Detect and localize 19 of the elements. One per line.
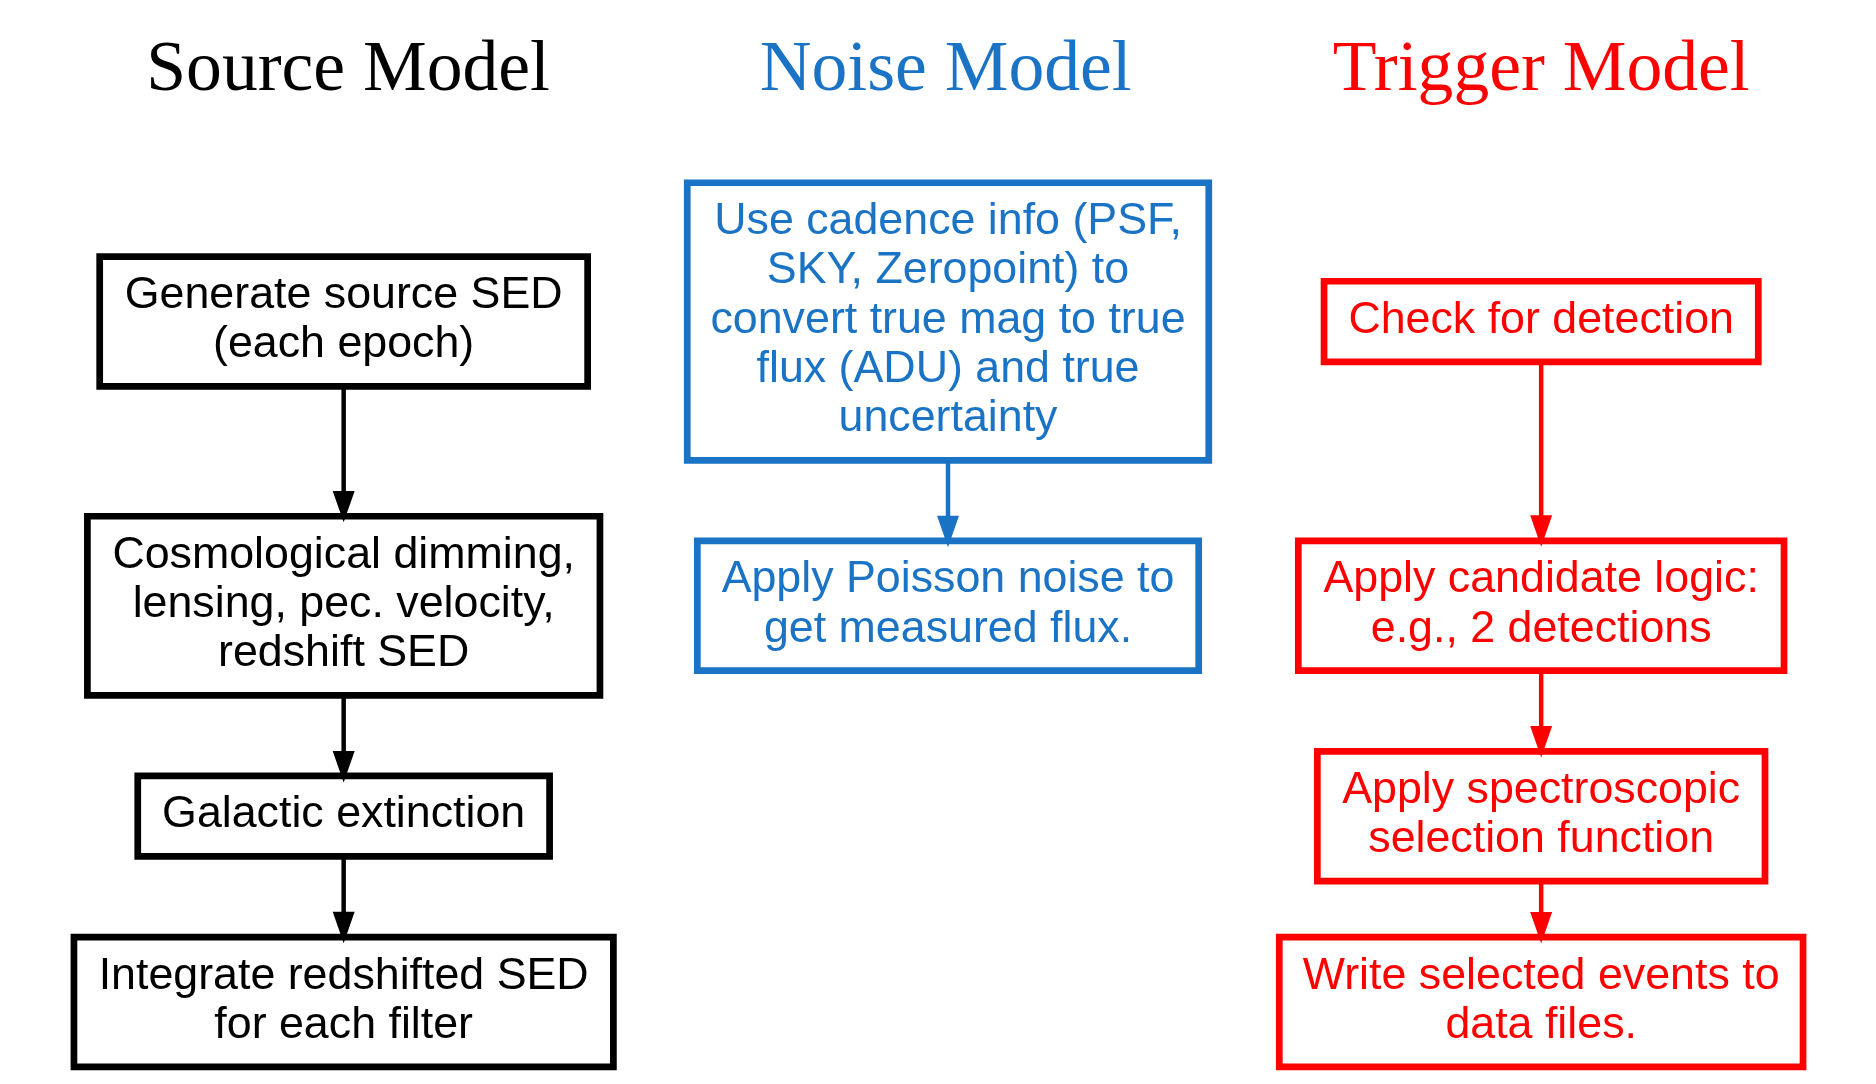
label: Source Model	[145, 26, 550, 106]
node-box: Integrate redshifted SED for each filter	[70, 933, 617, 1071]
node-box: Cosmological dimming, lensing, pec. velocity, redshift SED	[83, 512, 603, 699]
label: Trigger Model	[1332, 26, 1750, 106]
arrow	[332, 386, 355, 523]
node-box: Use cadence info (PSF, SKY, Zeropoint) to convert true mag to true flux (ADU) and true uncertainty	[683, 179, 1212, 464]
label: Noise Model	[759, 26, 1132, 106]
arrow	[1529, 362, 1552, 547]
node-box: Galactic extinction	[133, 772, 553, 860]
node-box: Apply Poisson noise to get measured flux.	[693, 537, 1202, 675]
node-box: Write selected events to data files.	[1275, 933, 1806, 1071]
node-box: Generate source SED (each epoch)	[95, 253, 591, 390]
node-box: Apply spectroscopic selection function	[1313, 747, 1768, 885]
arrow	[332, 856, 355, 944]
arrow	[936, 460, 959, 548]
node-box: Apply candidate logic: e.g., 2 detections	[1294, 537, 1787, 675]
arrow	[332, 695, 355, 783]
arrow	[1529, 881, 1552, 944]
node-box: Check for detection	[1320, 277, 1762, 366]
